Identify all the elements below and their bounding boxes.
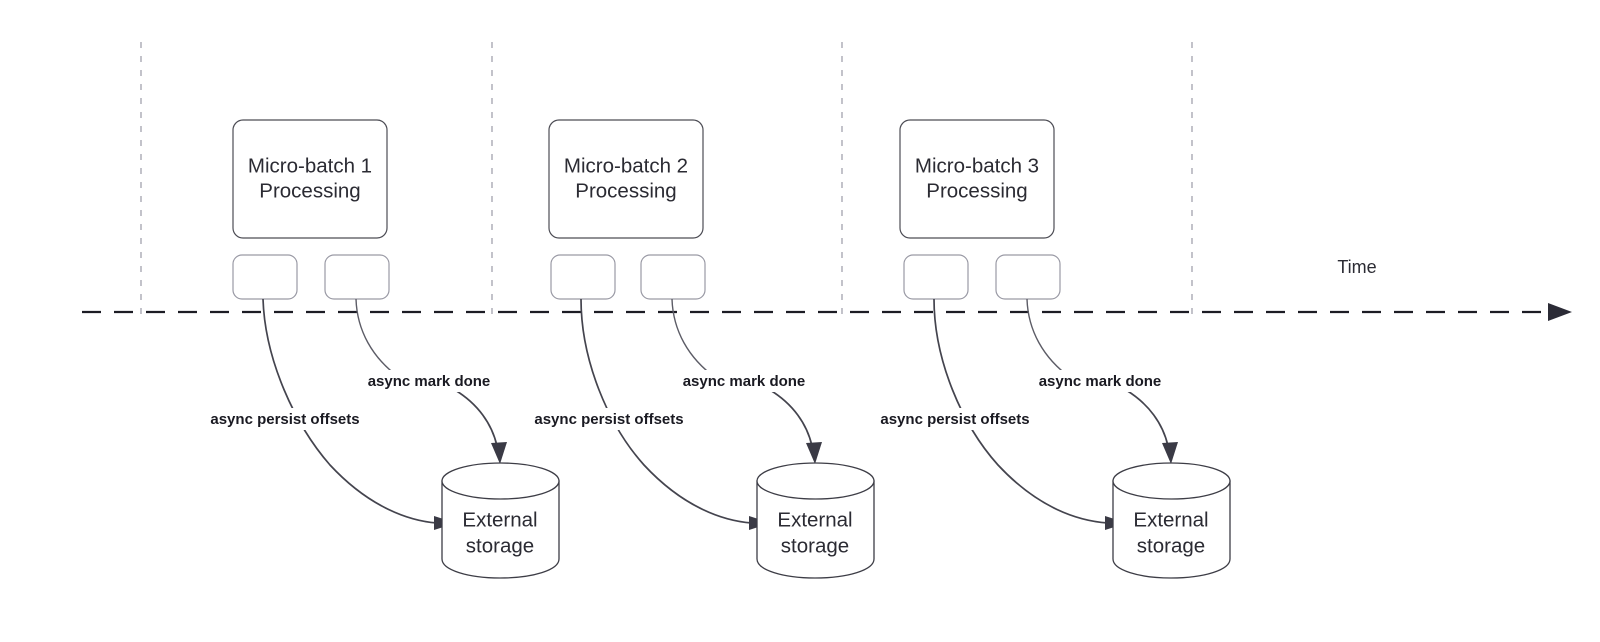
micro-batch-1-task-box-persist[interactable] — [232, 254, 298, 300]
async-mark-done-label-halo-1 — [360, 370, 500, 392]
async-mark-done-arrow-3-upper — [1026, 298, 1072, 379]
external-storage-1[interactable]: External storage — [441, 462, 560, 579]
async-mark-done-label-2: async mark done — [683, 373, 806, 390]
async-persist-offsets-label-halo-1 — [192, 408, 378, 430]
time-axis-label: Time — [1337, 257, 1376, 277]
external-storage-3-body[interactable] — [1112, 480, 1231, 579]
micro-batch-3-label-line1: Micro-batch 3 — [915, 154, 1039, 177]
async-mark-done-label-halo-2 — [675, 370, 815, 392]
async-mark-done-arrow-2-upper — [671, 298, 717, 379]
external-storage-1-top — [441, 462, 560, 500]
micro-batch-2-task-box-mark[interactable] — [640, 254, 706, 300]
external-storage-3[interactable]: External storage — [1112, 462, 1231, 579]
external-storage-2-body[interactable] — [756, 480, 875, 579]
micro-batch-1-rect[interactable] — [232, 119, 388, 239]
group-3: Micro-batch 3 Processing async persist o… — [862, 119, 1231, 579]
external-storage-2[interactable]: External storage — [756, 462, 875, 579]
async-mark-done-arrow-1-upper — [355, 298, 401, 379]
micro-batch-1-label-line2: Processing — [259, 179, 360, 202]
async-persist-offsets-arrow-1 — [262, 298, 438, 524]
async-persist-offsets-arrow-3 — [933, 298, 1109, 524]
micro-batch-3-task-box-mark[interactable] — [995, 254, 1061, 300]
async-mark-done-arrow-3-lower — [1125, 389, 1169, 447]
micro-batch-3-box[interactable]: Micro-batch 3 Processing — [899, 119, 1055, 239]
group-1: Micro-batch 1 Processing async persist o… — [192, 119, 560, 579]
micro-batch-1-box[interactable]: Micro-batch 1 Processing — [232, 119, 388, 239]
async-mark-done-arrowhead-1 — [491, 442, 507, 464]
async-persist-offsets-label-3: async persist offsets — [880, 411, 1029, 428]
micro-batch-1-task-box-mark[interactable] — [324, 254, 390, 300]
async-mark-done-arrowhead-3 — [1162, 442, 1178, 464]
external-storage-1-body[interactable] — [441, 480, 560, 579]
async-mark-done-label-halo-3 — [1031, 370, 1171, 392]
external-storage-2-top — [756, 462, 875, 500]
async-persist-offsets-label-halo-2 — [516, 408, 702, 430]
micro-batch-2-task-box-persist[interactable] — [550, 254, 616, 300]
micro-batch-3-label-line2: Processing — [926, 179, 1027, 202]
micro-batch-1-label-line1: Micro-batch 1 — [248, 154, 372, 177]
external-storage-2-label-line1: External — [777, 508, 852, 531]
micro-batch-2-box[interactable]: Micro-batch 2 Processing — [548, 119, 704, 239]
micro-batch-2-rect[interactable] — [548, 119, 704, 239]
micro-batch-3-task-box-persist[interactable] — [903, 254, 969, 300]
tick-line-group — [140, 42, 1193, 318]
async-persist-offsets-label-2: async persist offsets — [534, 411, 683, 428]
async-persist-offsets-label-halo-3 — [862, 408, 1048, 430]
external-storage-1-label-line1: External — [462, 508, 537, 531]
async-persist-offsets-arrow-2 — [580, 298, 753, 524]
external-storage-2-label-line2: storage — [781, 534, 849, 557]
micro-batch-2-label-line1: Micro-batch 2 — [564, 154, 688, 177]
group-2: Micro-batch 2 Processing async persist o… — [516, 119, 875, 579]
time-axis-arrowhead — [1548, 303, 1572, 321]
async-mark-done-arrowhead-2 — [806, 442, 822, 464]
async-mark-done-label-3: async mark done — [1039, 373, 1162, 390]
time-axis: Time — [82, 257, 1572, 321]
external-storage-3-label-line1: External — [1133, 508, 1208, 531]
async-persist-offsets-label-1: async persist offsets — [210, 411, 359, 428]
external-storage-1-label-line2: storage — [466, 534, 534, 557]
external-storage-3-top — [1112, 462, 1231, 500]
external-storage-3-label-line2: storage — [1137, 534, 1205, 557]
micro-batch-2-label-line2: Processing — [575, 179, 676, 202]
micro-batch-3-rect[interactable] — [899, 119, 1055, 239]
async-mark-done-arrow-2-lower — [769, 389, 813, 447]
async-mark-done-label-1: async mark done — [368, 373, 491, 390]
async-mark-done-arrow-1-lower — [454, 389, 498, 447]
